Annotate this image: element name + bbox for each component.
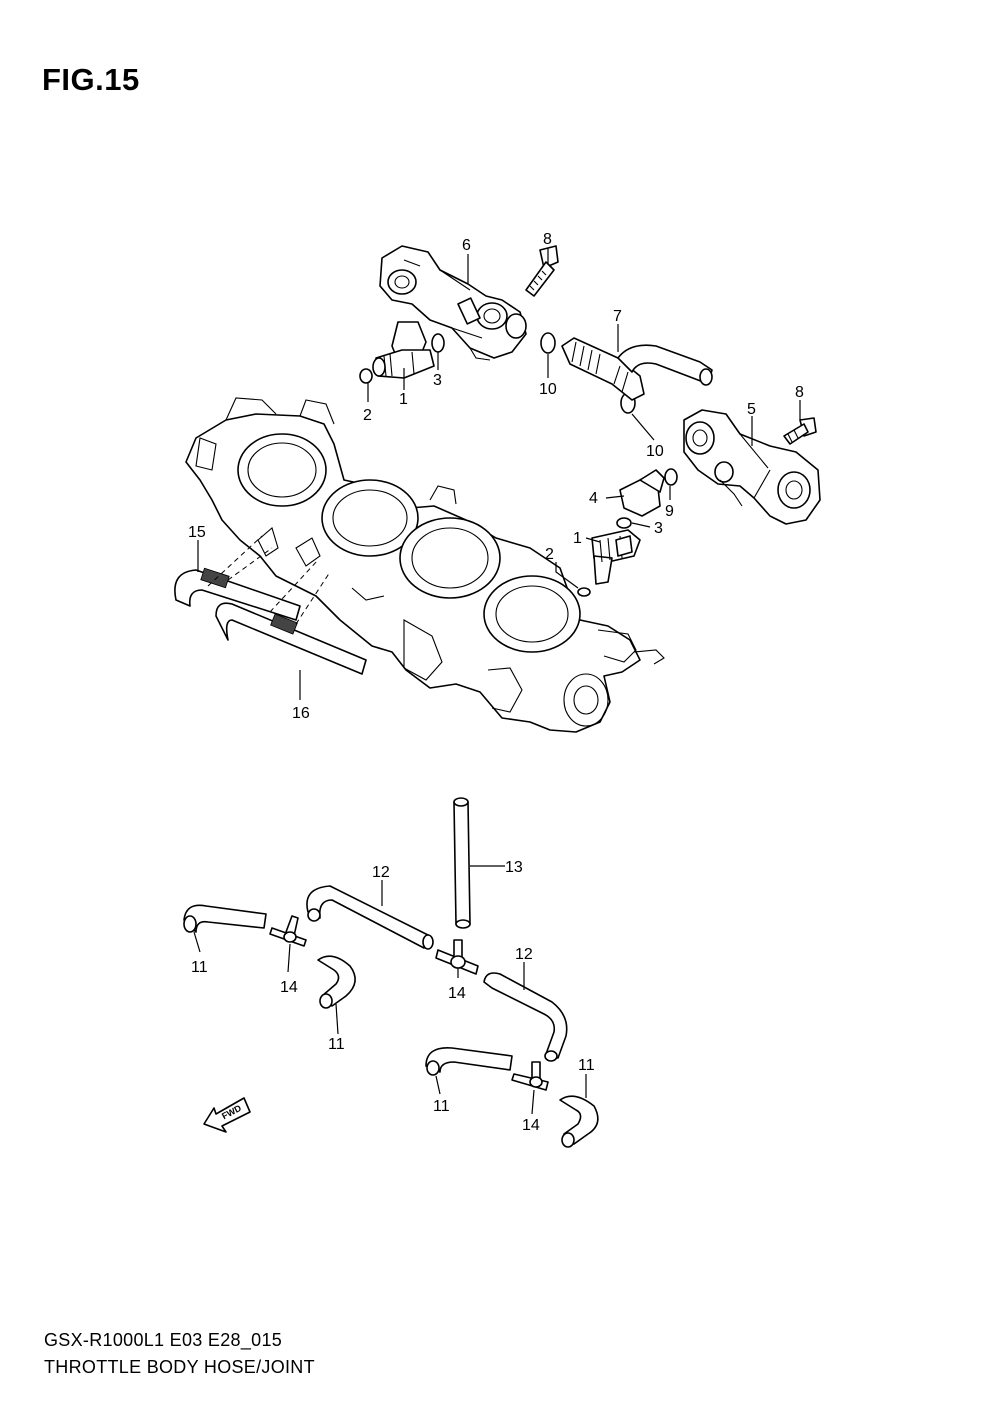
fuel-injector-lower (591, 529, 641, 585)
section-name: THROTTLE BODY HOSE/JOINT (44, 1357, 315, 1377)
screw-upper (525, 245, 559, 297)
screw-lower (783, 417, 817, 445)
fuel-pipe-connector (561, 337, 713, 401)
model-code: GSX-R1000L1 E03 E28_015 (44, 1330, 283, 1350)
fuel-delivery-pipe-upper (379, 245, 527, 361)
t-joint-14-left (269, 915, 307, 947)
callout-13: 13 (505, 859, 523, 876)
o-ring-10-upper (540, 332, 556, 354)
hose-12-lower (483, 972, 568, 1062)
callout-1-lower: 1 (573, 530, 582, 547)
assembly-guide-lines (207, 535, 331, 625)
callout-3-lower: 3 (654, 520, 663, 537)
callout-8-lower: 8 (795, 384, 804, 401)
fuel-delivery-pipe-lower (683, 409, 821, 525)
hose-11-lower-right (559, 1095, 599, 1148)
callout-6: 6 (462, 237, 471, 254)
hose-15 (174, 567, 301, 621)
hose-12-upper (306, 885, 434, 950)
throttle-body (185, 397, 665, 733)
callout-11-lower-center: 11 (433, 1098, 450, 1115)
hose-16 (215, 602, 367, 675)
figure-title: FIG.15 (42, 62, 140, 97)
t-joint-14-lower (511, 1061, 549, 1091)
fuel-injector-upper (359, 321, 435, 384)
callout-10-upper: 10 (539, 381, 557, 398)
callout-2-upper: 2 (363, 407, 372, 424)
leader-lines (193, 248, 801, 1115)
callout-5: 5 (747, 401, 756, 418)
hose-13 (453, 797, 471, 929)
callout-16: 16 (292, 705, 310, 722)
callout-9: 9 (665, 503, 674, 520)
callout-12-lower: 12 (515, 946, 533, 963)
t-joint-14-center (435, 939, 479, 975)
callout-12-upper: 12 (372, 864, 390, 881)
hose-11-lower-center (425, 1047, 513, 1076)
washer-lower (577, 587, 591, 597)
callout-7: 7 (613, 308, 622, 325)
callout-11-right: 11 (578, 1057, 595, 1074)
callout-1-upper: 1 (399, 391, 408, 408)
hose-11-small-left (317, 955, 356, 1009)
forward-arrow-icon: FWD (203, 1097, 251, 1133)
callout-11-left: 11 (328, 1036, 345, 1053)
callout-11-upper-left: 11 (191, 959, 208, 976)
callout-14-center: 14 (448, 985, 466, 1002)
callout-14-left: 14 (280, 979, 298, 996)
callout-4: 4 (589, 490, 598, 507)
hose-11-upper-left (183, 904, 267, 933)
callout-2-lower: 2 (545, 546, 554, 563)
o-ring-9 (664, 468, 678, 486)
callout-8-upper: 8 (543, 231, 552, 248)
o-ring-upper (431, 333, 445, 353)
o-ring-lower (616, 517, 632, 529)
elbow-cap (619, 469, 665, 517)
callout-15: 15 (188, 524, 206, 541)
callout-3-upper: 3 (433, 372, 442, 389)
callout-14-lower: 14 (522, 1117, 540, 1134)
callout-10-lower: 10 (646, 443, 664, 460)
